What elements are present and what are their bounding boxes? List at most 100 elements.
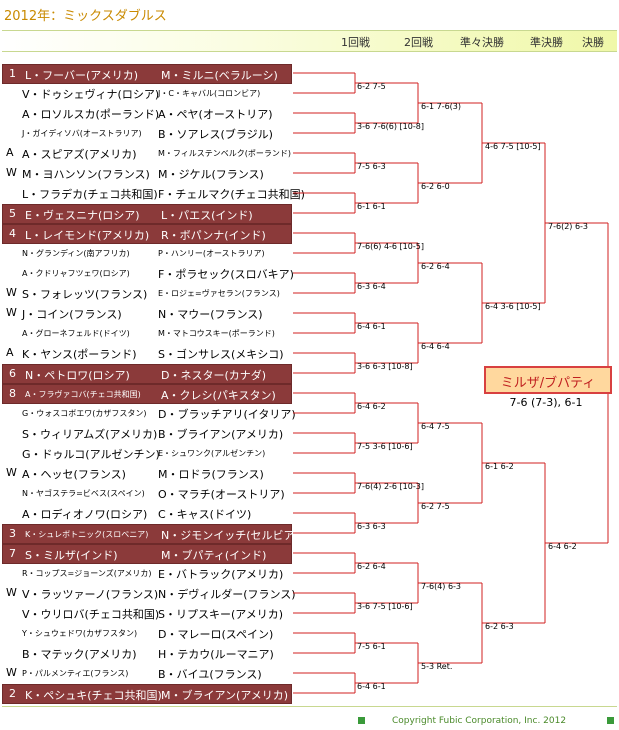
entry-mark: W bbox=[6, 306, 17, 319]
entry-row: J・ガイディソバ(オーストラリア)B・ソアレス(ブラジル) bbox=[0, 124, 293, 142]
footer-square-icon bbox=[607, 717, 614, 724]
player-1: E・ヴェスニナ(ロシア) bbox=[25, 209, 140, 222]
player-1: G・ウォスコボエワ(カザフスタン) bbox=[22, 409, 147, 418]
match-score: 6-4 3-6 [10-5] bbox=[485, 302, 541, 311]
match-score: 6-3 6-4 bbox=[357, 282, 386, 291]
entry-row: 4 L・レイモンド(アメリカ) R・ボパンナ(インド) bbox=[2, 224, 292, 244]
footer-square-icon bbox=[358, 717, 365, 724]
player-1: A・スピアズ(アメリカ) bbox=[22, 148, 137, 161]
match-score: 6-2 7-5 bbox=[421, 502, 450, 511]
player-1: A・ヘッセ(フランス) bbox=[22, 468, 126, 481]
entry-mark: 4 bbox=[9, 227, 16, 240]
page-title: 2012年：ミックスダブルス bbox=[4, 9, 167, 24]
player-1: S・ウィリアムズ(アメリカ) bbox=[22, 428, 158, 441]
match-score: 6-4 6-2 bbox=[357, 402, 386, 411]
round-label-1: 1回戦 bbox=[341, 36, 370, 49]
player-2: D・ネスター(カナダ) bbox=[161, 369, 267, 382]
player-2: C・キャス(ドイツ) bbox=[158, 508, 252, 521]
match-score: 6-4 6-4 bbox=[421, 342, 450, 351]
player-1: A・グローネフェルド(ドイツ) bbox=[22, 329, 130, 338]
match-score: 3-6 6-3 [10-8] bbox=[357, 362, 413, 371]
player-2: S・リプスキー(アメリカ) bbox=[158, 608, 284, 621]
round-label-qf: 準々決勝 bbox=[460, 36, 504, 49]
player-1: A・ロソルスカ(ポーランド) bbox=[22, 108, 160, 121]
round-label-sf: 準決勝 bbox=[530, 36, 563, 49]
player-2: E・シュワンク(アルゼンチン) bbox=[158, 449, 266, 458]
entry-mark: W bbox=[6, 666, 17, 679]
player-2: E・バトラック(アメリカ) bbox=[158, 568, 284, 581]
match-score: 6-1 6-2 bbox=[485, 462, 514, 471]
player-2: N・デヴィルダー(フランス) bbox=[158, 588, 296, 601]
round-label-2: 2回戦 bbox=[404, 36, 433, 49]
player-2: D・マレーロ(スペイン) bbox=[158, 628, 274, 641]
player-1: N・グランディン(南アフリカ) bbox=[22, 249, 130, 258]
match-score: 3-6 7-5 [10-6] bbox=[357, 602, 413, 611]
entry-row: V・ドゥシェヴィナ(ロシア)J・C・キャバル(コロンビア) bbox=[0, 84, 293, 102]
entry-mark: W bbox=[6, 286, 17, 299]
entry-mark: 5 bbox=[9, 207, 16, 220]
player-2: M・ブパティ(インド) bbox=[161, 549, 267, 562]
match-score: 7-5 3-6 [10-6] bbox=[357, 442, 413, 451]
match-score: 7-5 6-3 bbox=[357, 162, 386, 171]
player-2: F・チェルマク(チェコ共和国) bbox=[158, 188, 305, 201]
entry-row: S・ウィリアムズ(アメリカ)B・ブライアン(アメリカ) bbox=[0, 424, 293, 442]
player-1: L・レイモンド(アメリカ) bbox=[25, 229, 150, 242]
match-score: 7-6(2) 6-3 bbox=[548, 222, 589, 231]
player-1: L・フラデカ(チェコ共和国) bbox=[22, 188, 158, 201]
match-score: 6-1 7-6(3) bbox=[421, 102, 462, 111]
player-1: J・コイン(フランス) bbox=[22, 308, 122, 321]
entry-mark: 3 bbox=[9, 527, 16, 540]
player-2: N・マウー(フランス) bbox=[158, 308, 263, 321]
player-1: A・クドリャフツェワ(ロシア) bbox=[22, 269, 130, 278]
champion-box: ミルザ/ブパティ bbox=[484, 366, 612, 394]
footer-divider bbox=[2, 706, 617, 707]
entry-row: R・コップス=ジョーンズ(アメリカ)E・バトラック(アメリカ) bbox=[0, 564, 293, 582]
match-score: 6-2 6-3 bbox=[485, 622, 514, 631]
player-2: M・ブライアン(アメリカ) bbox=[161, 689, 289, 702]
player-2: M・ロドラ(フランス) bbox=[158, 468, 264, 481]
match-score: 6-4 6-1 bbox=[357, 322, 386, 331]
player-1: S・フォレッツ(フランス) bbox=[22, 288, 148, 301]
match-score: 6-3 6-3 bbox=[357, 522, 386, 531]
match-score: 7-5 6-1 bbox=[357, 642, 386, 651]
player-1: A・ロディオノワ(ロシア) bbox=[22, 508, 148, 521]
entry-row: G・ドゥルコ(アルゼンチン)E・シュワンク(アルゼンチン) bbox=[0, 444, 293, 462]
copyright: Copyright Fubic Corporation, Inc. 2012 bbox=[392, 716, 567, 726]
match-score: 5-3 Ret. bbox=[421, 662, 453, 671]
player-1: N・ヤゴステラ=ビベス(スペイン) bbox=[22, 489, 145, 498]
player-2: F・ポラセック(スロバキア) bbox=[158, 268, 294, 281]
round-header: 1回戦 2回戦 準々決勝 準決勝 決勝 bbox=[2, 30, 617, 52]
player-2: D・ブラッチアリ(イタリア) bbox=[158, 408, 296, 421]
player-1: J・ガイディソバ(オーストラリア) bbox=[22, 129, 142, 138]
match-score: 3-6 7-6(6) [10-8] bbox=[357, 122, 424, 131]
entry-row: B・マテック(アメリカ)H・テカウ(ルーマニア) bbox=[0, 644, 293, 662]
match-score: 6-4 7-5 bbox=[421, 422, 450, 431]
match-score: 6-2 6-4 bbox=[421, 262, 450, 271]
player-1: S・ミルザ(インド) bbox=[25, 549, 118, 562]
player-1: A・フラヴァコバ(チェコ共和国) bbox=[25, 390, 141, 399]
player-1: Y・シュウェドワ(カザフスタン) bbox=[22, 629, 138, 638]
entry-mark: W bbox=[6, 166, 17, 179]
entry-mark: A bbox=[6, 146, 14, 159]
entry-row: W J・コイン(フランス) N・マウー(フランス) bbox=[0, 304, 293, 322]
entry-mark: A bbox=[6, 346, 14, 359]
player-1: G・ドゥルコ(アルゼンチン) bbox=[22, 448, 160, 461]
player-1: K・ペシュキ(チェコ共和国) bbox=[25, 689, 162, 702]
match-score: 6-1 6-1 bbox=[357, 202, 386, 211]
entry-row: V・ウリロバ(チェコ共和国)S・リプスキー(アメリカ) bbox=[0, 604, 293, 622]
match-score: 6-4 6-2 bbox=[548, 542, 577, 551]
entry-row: N・グランディン(南アフリカ)P・ハンリー(オーストラリア) bbox=[0, 244, 293, 262]
player-2: R・ボパンナ(インド) bbox=[161, 229, 266, 242]
player-2: J・C・キャバル(コロンビア) bbox=[158, 89, 261, 98]
player-1: V・ウリロバ(チェコ共和国) bbox=[22, 608, 160, 621]
match-score: 6-2 7-5 bbox=[357, 82, 386, 91]
